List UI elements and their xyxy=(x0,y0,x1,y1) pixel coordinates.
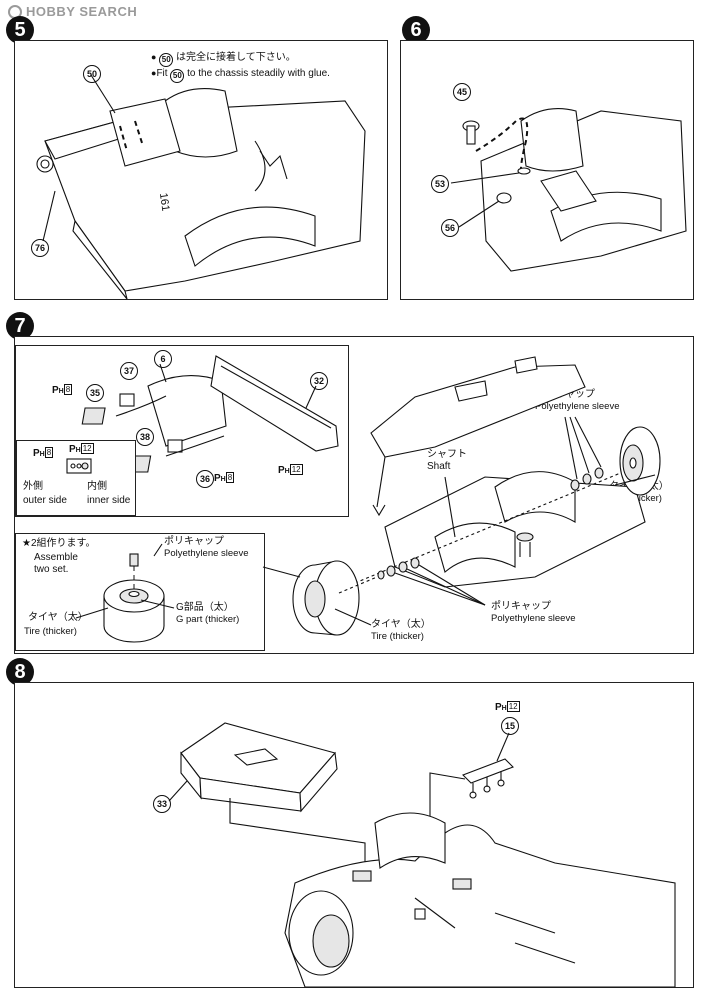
step-7-main-drawing xyxy=(262,356,661,636)
step-8-drawing xyxy=(168,722,676,988)
part-56-callout: 56 xyxy=(441,219,459,237)
inner-side-ja: 内側 xyxy=(87,481,107,492)
seat-block xyxy=(494,471,576,523)
g-part-label-ja: G部品（太） xyxy=(176,602,234,613)
inner-side-en: inner side xyxy=(87,495,131,506)
tire-drawing xyxy=(75,543,175,643)
assemble-note-en-2: two set. xyxy=(34,564,69,575)
part-38-tab xyxy=(167,439,183,453)
seat-block xyxy=(520,108,584,172)
part-32-callout: 32 xyxy=(310,372,328,390)
step-6-panel: 45 53 56 xyxy=(400,40,694,300)
polycap-label-en: Polyethylene sleeve xyxy=(164,548,249,559)
polycap-upper-en: Polyethylene sleeve xyxy=(535,401,620,412)
outer-side-en: outer side xyxy=(23,495,67,506)
tire-label-ja: タイヤ（太） xyxy=(28,612,88,623)
step-6-drawing xyxy=(450,108,687,272)
step-5-badge: 5 xyxy=(6,16,34,44)
part-76-callout: 76 xyxy=(31,239,49,257)
chassis-mark-161: 161 xyxy=(156,192,172,212)
step-5-note-ja: ● 50 は完全に接着して下さい。 xyxy=(151,51,296,67)
shaft-label-en: Shaft xyxy=(427,461,451,472)
part-15-bracket xyxy=(462,758,514,784)
tire-left-ja: タイヤ（太） xyxy=(371,619,431,630)
tire-subassembly-panel: ★2組作ります。 Assemble two set. ポリキャップ Polyet… xyxy=(15,533,265,651)
part-15-callout: 15 xyxy=(501,717,519,735)
outer-side-ja: 外側 xyxy=(23,481,43,492)
part-50-callout: 50 xyxy=(83,65,101,83)
part-38-callout: 38 xyxy=(136,428,154,446)
part-53-callout: 53 xyxy=(431,175,449,193)
part-36-callout: 36 xyxy=(196,470,214,488)
tire-label-en: Tire (thicker) xyxy=(24,626,77,637)
step-8-badge: 8 xyxy=(6,658,34,686)
assemble-note-en-1: Assemble xyxy=(34,552,78,563)
seat-block xyxy=(164,88,238,158)
body-shell xyxy=(370,364,586,458)
mount-ring xyxy=(36,155,54,173)
part-37-callout: 37 xyxy=(120,362,138,380)
part-35-callout: 35 xyxy=(86,384,104,402)
part-32-bumper xyxy=(210,355,339,452)
part-35-block xyxy=(81,407,106,425)
step-5-panel: ● 50 は完全に接着して下さい。 ●Fit 50 to the chassis… xyxy=(14,40,388,300)
part-37-tab xyxy=(119,393,135,407)
part-45-shaft xyxy=(466,125,476,145)
part-6-callout: 6 xyxy=(154,350,172,368)
part-33-callout: 33 xyxy=(153,795,171,813)
part-45-callout: 45 xyxy=(453,83,471,101)
step-5-note-en: ●Fit 50 to the chassis steadily with glu… xyxy=(151,67,330,83)
step-5-drawing xyxy=(36,74,366,300)
hobby-search-watermark: HOBBY SEARCH xyxy=(8,4,137,19)
wheel-arch xyxy=(184,206,316,267)
step-7-badge: 7 xyxy=(6,312,34,340)
tire-left-en: Tire (thicker) xyxy=(371,631,424,642)
seat-block xyxy=(374,812,446,869)
bumper-drawing xyxy=(81,355,339,473)
g-part-label-en: G part (thicker) xyxy=(176,614,240,625)
part-56-spring xyxy=(496,192,512,204)
part-6-panel xyxy=(147,375,227,447)
assemble-note-ja: ★2組作ります。 xyxy=(22,538,96,549)
part-50-plate xyxy=(109,98,181,167)
polycap-lower-en: Polyethylene sleeve xyxy=(491,613,576,624)
step-6-badge: 6 xyxy=(402,16,430,44)
polycap-lower-ja: ポリキャップ xyxy=(491,601,551,612)
polycap-label-ja: ポリキャップ xyxy=(164,536,224,547)
shaft-label-ja: シャフト xyxy=(427,449,467,460)
